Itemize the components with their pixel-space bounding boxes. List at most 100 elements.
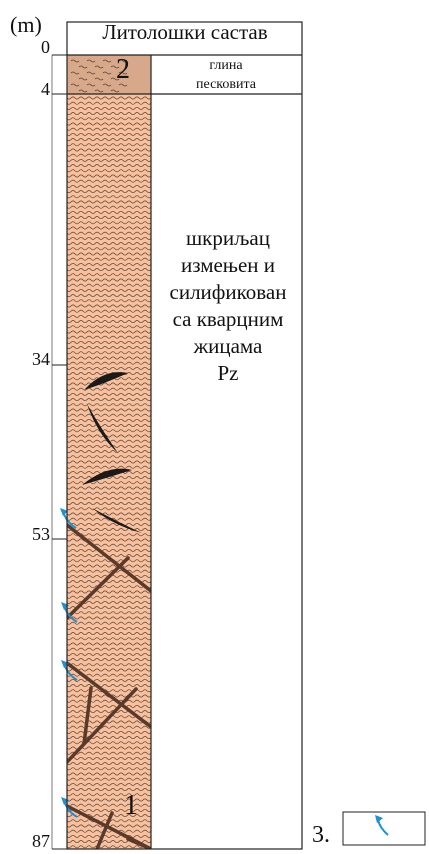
wave-line (67, 143, 151, 147)
wave-line (67, 663, 151, 667)
clay-dash (110, 65, 120, 69)
wave-line (67, 512, 151, 516)
wave-line (67, 366, 151, 370)
wave-line (67, 595, 151, 599)
wave-line (67, 190, 151, 194)
wave-line (67, 226, 151, 230)
wave-line (67, 361, 151, 365)
wave-line (67, 829, 151, 833)
blue-arrow-icon-head (60, 508, 68, 516)
wave-line (67, 782, 151, 786)
wave-line (67, 756, 151, 760)
clay-dash (70, 71, 80, 75)
wave-line (67, 299, 151, 303)
wave-line (67, 434, 151, 438)
wave-line (67, 637, 151, 641)
wave-line (67, 132, 151, 136)
wave-line (67, 465, 151, 469)
wave-line (67, 179, 151, 183)
lens-symbols (82, 372, 142, 533)
wave-line (67, 413, 151, 417)
vein-line (67, 661, 151, 729)
wave-line (67, 507, 151, 511)
layer-2-fill (67, 55, 151, 94)
wave-line (67, 730, 151, 734)
wave-line (67, 418, 151, 422)
wave-line (67, 486, 151, 490)
wave-line (67, 122, 151, 126)
wave-line (67, 564, 151, 568)
vein-line (95, 811, 114, 849)
depth-label-0: 0 (41, 37, 50, 57)
clay-dash (94, 89, 104, 93)
wave-line (67, 278, 151, 282)
wave-line (67, 283, 151, 287)
wave-line (67, 642, 151, 646)
wave-line (67, 424, 151, 428)
wave-line (67, 496, 151, 500)
depth-ticks (51, 54, 67, 850)
wave-line (67, 138, 151, 142)
wave-line (67, 184, 151, 188)
wave-line (67, 788, 151, 792)
wave-line (67, 314, 151, 318)
clay-dash (94, 65, 104, 69)
wave-line (67, 528, 151, 532)
wave-line (67, 169, 151, 173)
wave-line (67, 611, 151, 615)
wave-line (67, 325, 151, 329)
wave-line (67, 356, 151, 360)
wave-line (67, 616, 151, 620)
legend-arrow-icon (377, 819, 389, 836)
wave-line (67, 216, 151, 220)
wave-line (67, 689, 151, 693)
clay-dash (118, 59, 128, 63)
wave-line (67, 382, 151, 386)
blue-arrow-icon-head (61, 797, 69, 805)
layer-1-description-line: силификован (169, 280, 287, 304)
vein-line (67, 687, 138, 764)
wave-line (67, 304, 151, 308)
vein-line (126, 837, 151, 849)
wave-line (67, 704, 151, 708)
legend-number: 3. (312, 822, 330, 848)
depth-label-87: 87 (32, 831, 50, 851)
wave-line (67, 725, 151, 729)
wave-line (67, 840, 151, 844)
wave-line (67, 647, 151, 651)
wave-line (67, 777, 151, 781)
wave-line (67, 398, 151, 402)
wave-line (67, 273, 151, 277)
wave-line (67, 158, 151, 162)
wave-line (67, 309, 151, 313)
clay-dash (86, 59, 96, 63)
wave-line (67, 543, 151, 547)
wave-line (67, 741, 151, 745)
wave-line (67, 450, 151, 454)
layer-2-description-line-1: глина (209, 58, 243, 73)
vein-line (67, 556, 130, 620)
clay-dash (110, 77, 120, 81)
wave-line (67, 231, 151, 235)
wave-line (67, 403, 151, 407)
wave-line (67, 221, 151, 225)
wave-line (67, 330, 151, 334)
wave-line (67, 751, 151, 755)
wave-line (67, 491, 151, 495)
unit-label: (m) (10, 12, 42, 37)
depth-label-53: 53 (32, 524, 50, 544)
clay-dash (102, 59, 112, 63)
layer-1-description-line: са кварцним (172, 307, 284, 331)
wave-line (67, 824, 151, 828)
legend-arrow-head (375, 815, 383, 823)
wave-line (67, 294, 151, 298)
clay-dash (110, 89, 120, 93)
wave-line (67, 127, 151, 131)
wave-line (67, 684, 151, 688)
wave-line (67, 767, 151, 771)
wave-line (67, 96, 151, 100)
wave-line (67, 736, 151, 740)
wave-line (67, 626, 151, 630)
wave-line (67, 793, 151, 797)
